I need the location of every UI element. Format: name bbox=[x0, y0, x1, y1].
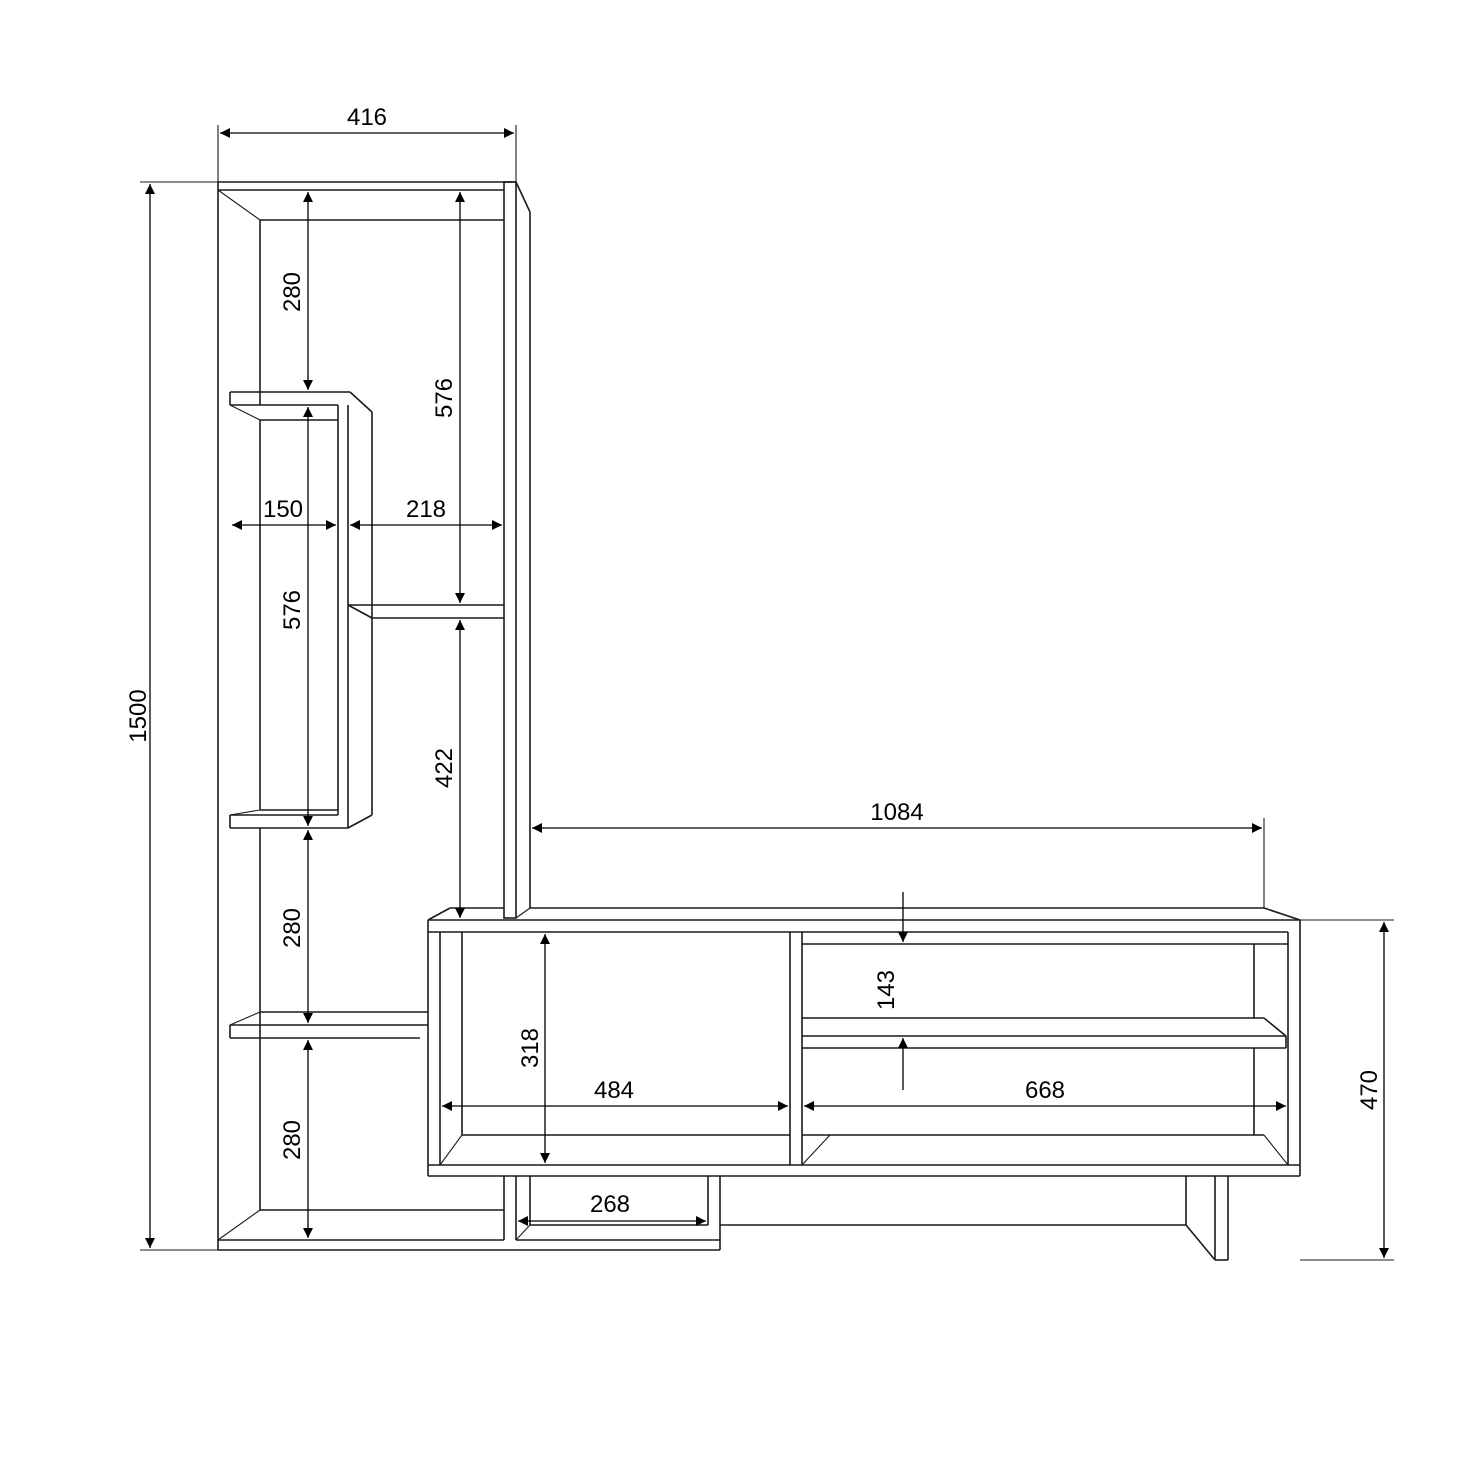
label-top-compartment-height: 280 bbox=[279, 272, 306, 312]
label-cabinet-top-width: 1084 bbox=[870, 799, 923, 826]
label-bottom-compartment-height: 280 bbox=[279, 1120, 306, 1160]
extension-lines bbox=[140, 125, 1394, 1261]
label-shelf-gap-height: 143 bbox=[873, 970, 900, 1010]
label-overall-height: 1500 bbox=[125, 689, 152, 742]
label-tower-width: 416 bbox=[347, 104, 387, 131]
low-cabinet bbox=[427, 907, 1301, 1261]
label-right-opening-width: 668 bbox=[1025, 1077, 1065, 1104]
label-right-gap-width: 218 bbox=[406, 496, 446, 523]
label-base-shelf-width: 268 bbox=[590, 1191, 630, 1218]
label-box-height: 576 bbox=[279, 590, 306, 630]
tall-tower bbox=[217, 181, 721, 1251]
label-upper-right-height: 576 bbox=[431, 378, 458, 418]
dimension-lines bbox=[145, 128, 1389, 1258]
dimension-labels: 1500 416 280 576 150 218 576 422 280 280… bbox=[125, 104, 1383, 1218]
label-cabinet-height: 470 bbox=[1356, 1070, 1383, 1110]
label-left-opening-height: 318 bbox=[517, 1028, 544, 1068]
label-middle-compartment-height: 280 bbox=[279, 908, 306, 948]
label-lower-right-height: 422 bbox=[431, 748, 458, 788]
label-box-inner-width: 150 bbox=[263, 496, 303, 523]
label-left-opening-width: 484 bbox=[594, 1077, 634, 1104]
